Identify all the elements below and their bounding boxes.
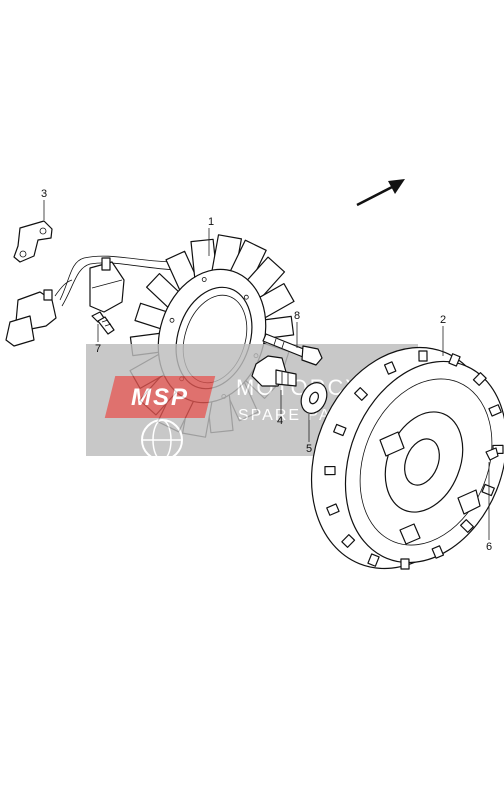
- wire-harness: [54, 255, 177, 307]
- rotor-slot: [431, 545, 445, 559]
- rotor-slot: [383, 361, 397, 375]
- leader-lines: [43, 200, 490, 540]
- watermark-logo-text: MSP: [131, 384, 189, 411]
- rotor-slot: [488, 404, 502, 417]
- rotor-slot: [448, 353, 461, 367]
- callout-2: 2: [440, 314, 446, 326]
- bolt-part-8[interactable]: [262, 333, 323, 366]
- washer-part-5[interactable]: [296, 378, 331, 417]
- bracket-part-3[interactable]: [13, 220, 53, 263]
- callout-3: 3: [41, 188, 47, 200]
- stator-hole: [169, 317, 175, 323]
- rotor-slot: [460, 519, 474, 533]
- rotor-slot: [354, 387, 368, 401]
- bolt-part-4[interactable]: [251, 355, 297, 387]
- rotor-slot: [481, 483, 495, 497]
- callout-8: 8: [294, 310, 300, 322]
- coupler-plug: [5, 289, 57, 347]
- rotor-part-2[interactable]: [280, 320, 504, 596]
- key-part-6[interactable]: [485, 447, 499, 461]
- screw-part-7[interactable]: [91, 311, 115, 335]
- rotor-slot: [341, 534, 356, 548]
- stator-hole: [201, 277, 207, 282]
- rotor-slot: [400, 558, 410, 570]
- rotor-slot: [367, 553, 380, 567]
- connector-body: [89, 257, 125, 313]
- rotor-slot: [418, 350, 428, 362]
- rotor-slot: [333, 423, 347, 437]
- watermark-logo: MSP: [104, 376, 216, 461]
- stator-hole: [243, 294, 249, 300]
- callout-4: 4: [277, 415, 283, 427]
- callout-6: 6: [486, 541, 492, 553]
- callout-1: 1: [208, 216, 214, 228]
- rotor-slot: [324, 465, 336, 476]
- rotor-slot: [326, 503, 340, 516]
- rotor-slot: [472, 372, 487, 386]
- arrow-icon: [356, 179, 405, 207]
- callout-7: 7: [95, 343, 101, 355]
- callout-5: 5: [306, 443, 312, 455]
